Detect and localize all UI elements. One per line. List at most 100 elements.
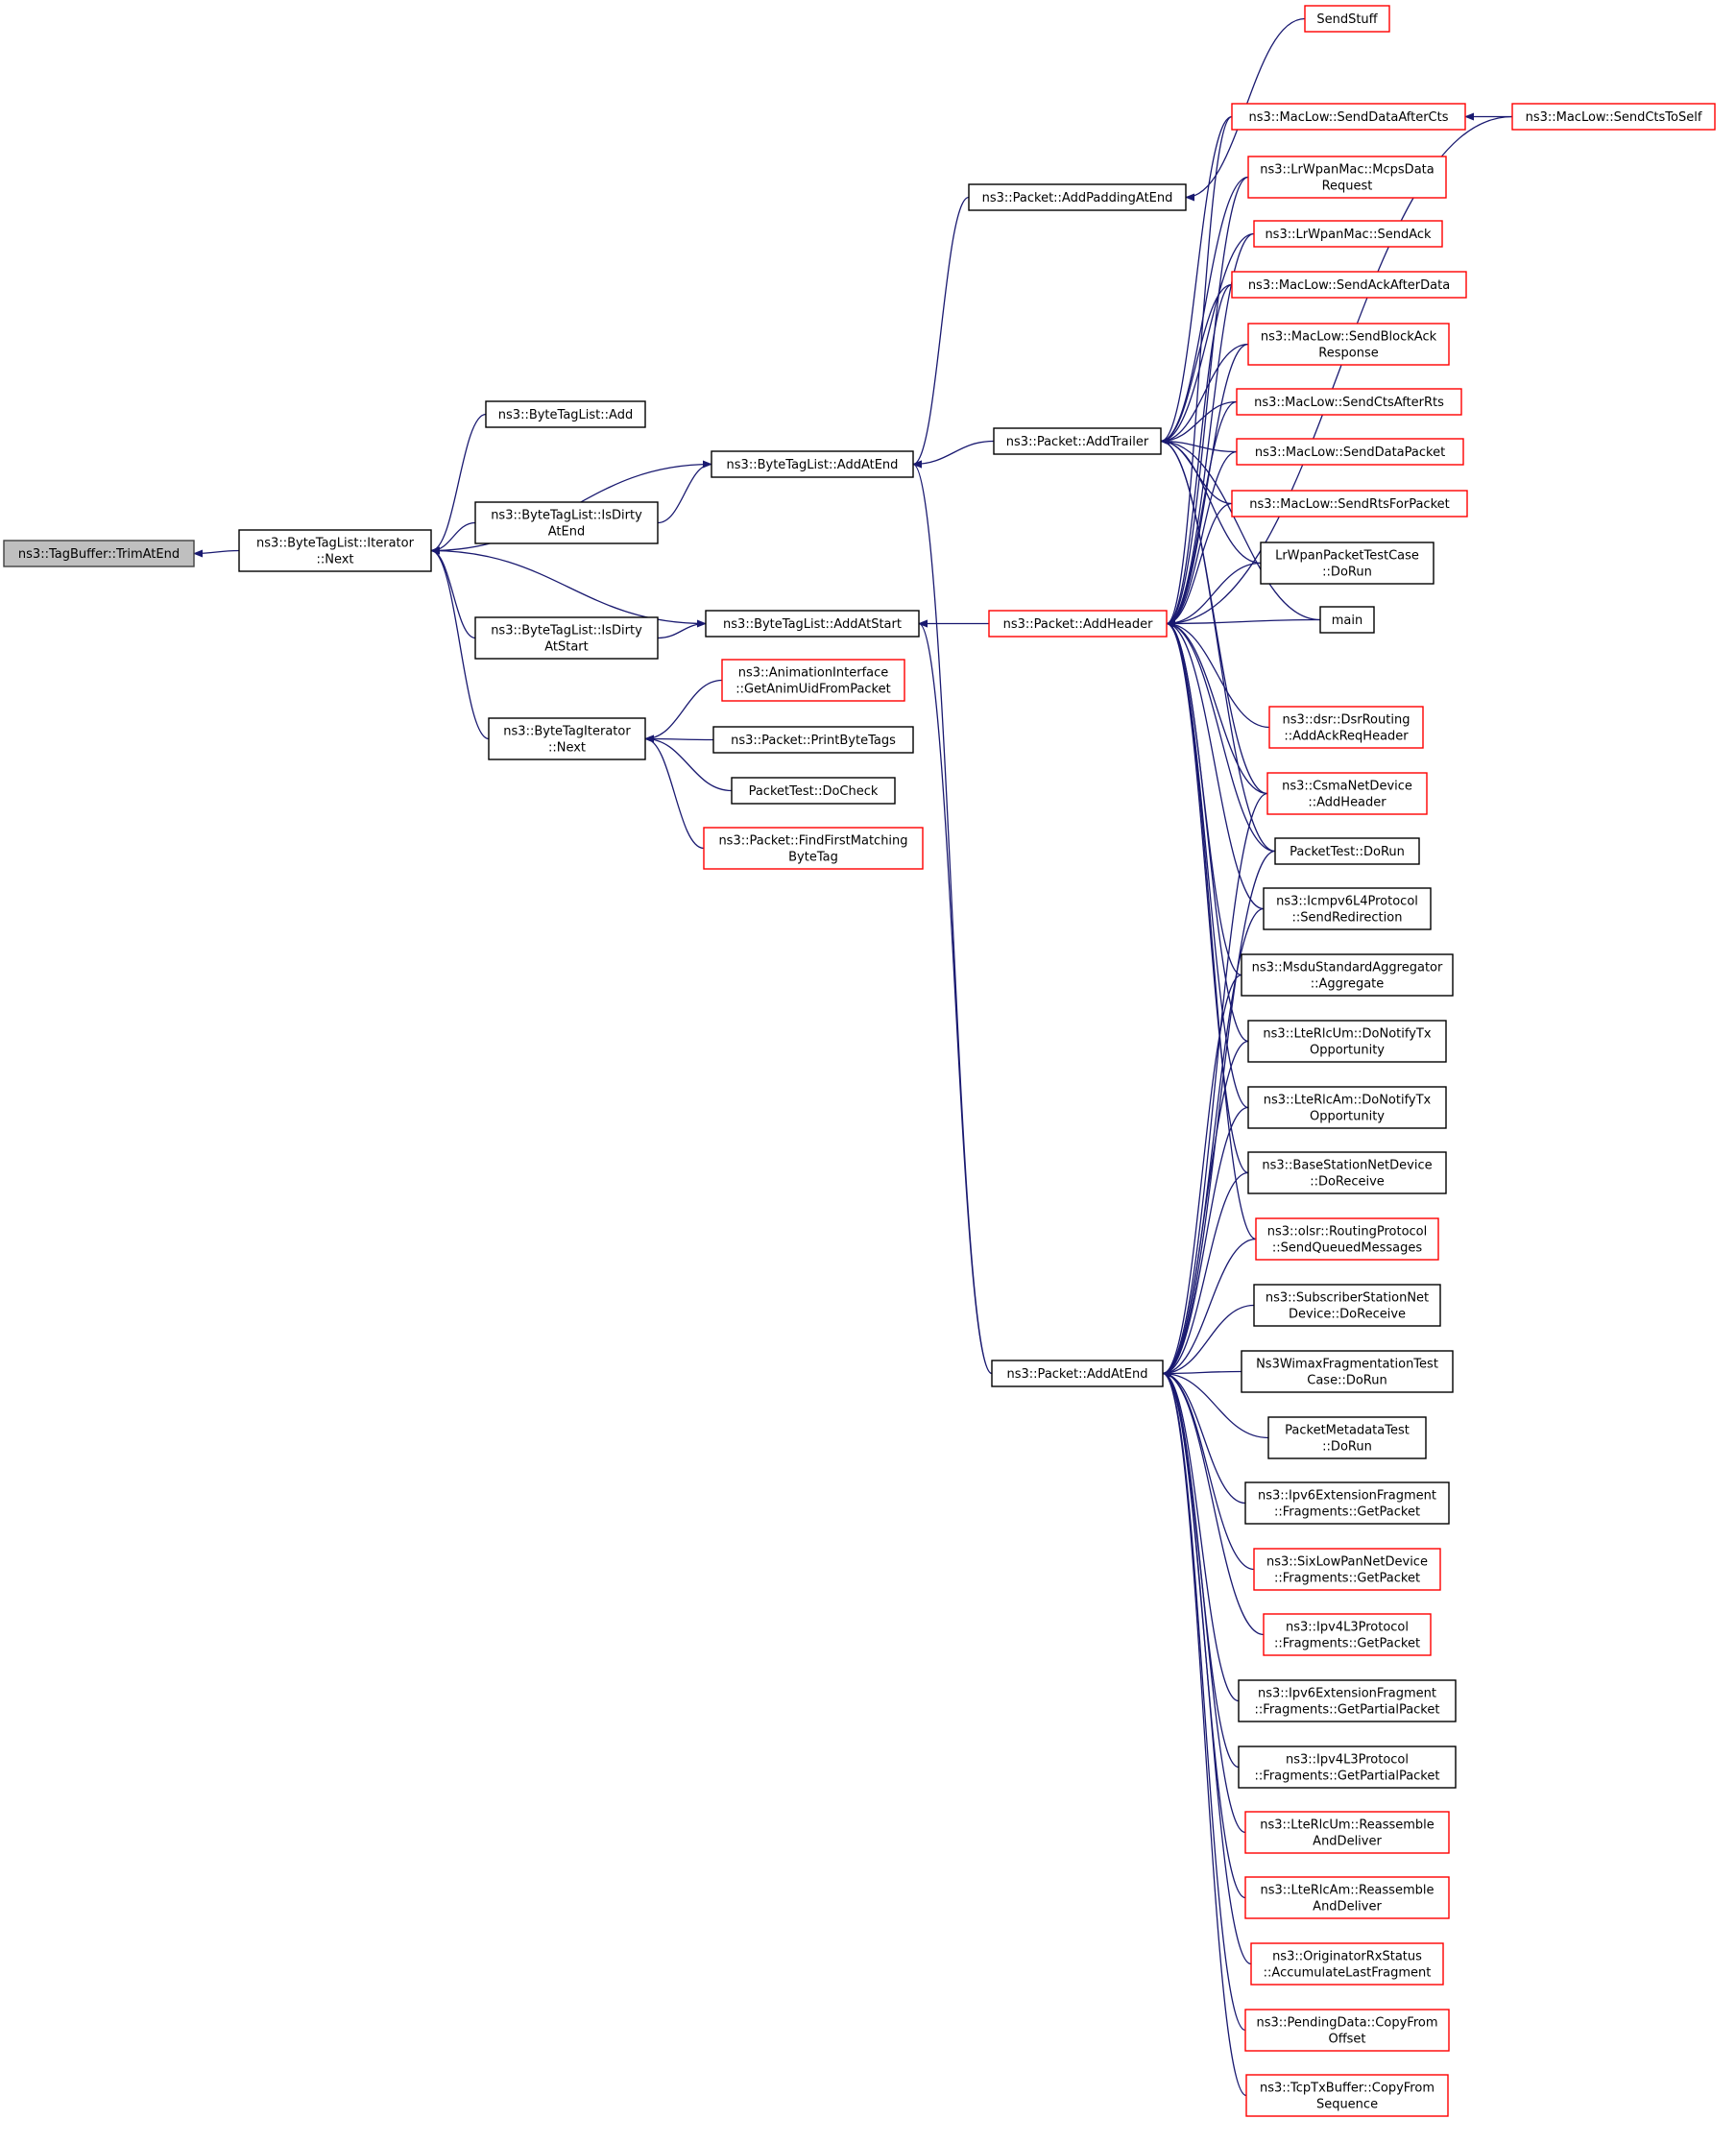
- node-box: [1245, 2074, 1449, 2117]
- node-box: [474, 616, 659, 660]
- node-label: ns3::Packet::AddPaddingAtEnd: [982, 191, 1173, 205]
- node-packet-metadata[interactable]: PacketMetadataTest::DoRun: [1267, 1416, 1427, 1459]
- node-packet-test-do-run[interactable]: PacketTest::DoRun: [1274, 837, 1420, 865]
- edge-main-to-add-header: [1166, 618, 1321, 628]
- node-label: Sequence: [1316, 2098, 1378, 2112]
- edge-olsr-to-add-header: [1166, 619, 1257, 1240]
- node-box: [1236, 438, 1464, 466]
- node-byte-tag-iterator-next[interactable]: ns3::ByteTagIterator::Next: [488, 717, 646, 760]
- node-label: PacketTest::DoRun: [1290, 845, 1405, 859]
- node-label: ns3::ByteTagList::AddAtEnd: [727, 458, 899, 472]
- node-label: Request: [1322, 180, 1373, 194]
- node-label: ns3::PendingData::CopyFrom: [1257, 2016, 1438, 2031]
- node-box: [1244, 1811, 1450, 1854]
- edge-lr-wpan-packet-test-to-add-header: [1166, 562, 1262, 628]
- node-label: ns3::SixLowPanNetDevice: [1266, 1555, 1428, 1570]
- node-ipv6-frag-partial[interactable]: ns3::Ipv6ExtensionFragment::Fragments::G…: [1238, 1679, 1457, 1722]
- node-label: Ns3WimaxFragmentationTest: [1256, 1358, 1438, 1372]
- node-base-station[interactable]: ns3::BaseStationNetDevice::DoReceive: [1247, 1151, 1447, 1194]
- edge-packet-metadata-to-packet-add-at-end: [1162, 1369, 1269, 1439]
- node-box: [1236, 388, 1462, 416]
- node-byte-tag-list-add[interactable]: ns3::ByteTagList::Add: [485, 400, 646, 428]
- node-label: ns3::MsduStandardAggregator: [1252, 961, 1443, 975]
- node-label: ns3::MacLow::SendDataAfterCts: [1249, 110, 1449, 125]
- node-box: [1247, 1151, 1447, 1194]
- node-olsr[interactable]: ns3::olsr::RoutingProtocol::SendQueuedMe…: [1255, 1217, 1439, 1261]
- node-send-data-packet[interactable]: ns3::MacLow::SendDataPacket: [1236, 438, 1464, 466]
- node-main[interactable]: main: [1319, 606, 1375, 634]
- node-add-trailer[interactable]: ns3::Packet::AddTrailer: [993, 427, 1162, 455]
- node-box: [1255, 1217, 1439, 1261]
- node-msdu[interactable]: ns3::MsduStandardAggregator::Aggregate: [1241, 953, 1454, 997]
- node-originator[interactable]: ns3::OriginatorRxStatus::AccumulateLastF…: [1250, 1942, 1444, 1986]
- node-get-anim-uid[interactable]: ns3::AnimationInterface::GetAnimUidFromP…: [721, 659, 905, 702]
- edge-packet-test-do-run-to-add-header: [1166, 619, 1276, 853]
- node-send-cts-after-rts[interactable]: ns3::MacLow::SendCtsAfterRts: [1236, 388, 1462, 416]
- node-send-ack-after-data[interactable]: ns3::MacLow::SendAckAfterData: [1231, 271, 1467, 299]
- node-label: ns3::LteRlcUm::DoNotifyTx: [1263, 1027, 1431, 1042]
- node-label: AtEnd: [548, 525, 585, 540]
- node-label: ns3::ByteTagIterator: [503, 725, 631, 739]
- edge-originator-to-packet-add-at-end: [1162, 1369, 1252, 1965]
- node-tag-buffer-trim-at-end[interactable]: ns3::TagBuffer::TrimAtEnd: [3, 540, 195, 567]
- node-send-rts-for-packet[interactable]: ns3::MacLow::SendRtsForPacket: [1231, 490, 1468, 518]
- node-send-stuff[interactable]: SendStuff: [1304, 5, 1390, 33]
- node-print-byte-tags[interactable]: ns3::Packet::PrintByteTags: [712, 726, 914, 754]
- node-label: ns3::LrWpanMac::McpsData: [1260, 163, 1434, 178]
- node-box: [1274, 837, 1420, 865]
- edge-mcps-data-to-add-trailer: [1160, 176, 1249, 445]
- node-dsr-add-ack[interactable]: ns3::dsr::DsrRouting::AddAckReqHeader: [1268, 706, 1424, 749]
- node-iterator-next[interactable]: ns3::ByteTagList::Iterator::Next: [238, 529, 432, 572]
- edge-add-padding-at-end-to-byte-tag-list-add-at-end: [912, 196, 970, 469]
- node-box: [1231, 103, 1466, 131]
- node-csma-add-header[interactable]: ns3::CsmaNetDevice::AddHeader: [1266, 772, 1428, 815]
- node-byte-tag-list-add-at-end[interactable]: ns3::ByteTagList::AddAtEnd: [711, 450, 914, 478]
- node-box: [705, 610, 920, 638]
- edge-main-to-add-trailer: [1160, 437, 1321, 621]
- node-label: Opportunity: [1310, 1110, 1385, 1124]
- node-byte-tag-list-add-at-start[interactable]: ns3::ByteTagList::AddAtStart: [705, 610, 920, 638]
- node-icmpv6[interactable]: ns3::Icmpv6L4Protocol::SendRedirection: [1263, 887, 1432, 930]
- node-label: ns3::Packet::FindFirstMatching: [718, 834, 907, 849]
- node-label: ns3::dsr::DsrRouting: [1283, 713, 1410, 728]
- node-packet-test-do-check[interactable]: PacketTest::DoCheck: [731, 777, 896, 805]
- node-box: [1241, 1350, 1454, 1393]
- edge-ipv4-l3-get-to-packet-add-at-end: [1162, 1369, 1265, 1636]
- node-ipv4-l3-partial[interactable]: ns3::Ipv4L3Protocol::Fragments::GetParti…: [1238, 1746, 1457, 1789]
- node-ipv6-frag-get[interactable]: ns3::Ipv6ExtensionFragment::Fragments::G…: [1244, 1481, 1450, 1525]
- node-six-low-pan[interactable]: ns3::SixLowPanNetDevice::Fragments::GetP…: [1253, 1548, 1441, 1591]
- node-packet-add-at-end[interactable]: ns3::Packet::AddAtEnd: [991, 1360, 1164, 1387]
- node-label: ns3::Packet::PrintByteTags: [731, 734, 896, 748]
- node-lr-send-ack[interactable]: ns3::LrWpanMac::SendAck: [1253, 220, 1443, 248]
- node-subscriber[interactable]: ns3::SubscriberStationNetDevice::DoRecei…: [1253, 1284, 1441, 1327]
- node-label: ::GetAnimUidFromPacket: [735, 683, 890, 697]
- node-box: [1263, 1613, 1432, 1656]
- edge-mcps-data-to-add-header: [1166, 176, 1249, 628]
- node-send-data-after-cts[interactable]: ns3::MacLow::SendDataAfterCts: [1231, 103, 1466, 131]
- node-box: [991, 1360, 1164, 1387]
- node-box: [238, 529, 432, 572]
- node-send-cts-to-self[interactable]: ns3::MacLow::SendCtsToSelf: [1511, 103, 1716, 131]
- node-ipv4-l3-get[interactable]: ns3::Ipv4L3Protocol::Fragments::GetPacke…: [1263, 1613, 1432, 1656]
- node-label: ns3::Ipv4L3Protocol: [1286, 1753, 1409, 1768]
- node-box: [1238, 1679, 1457, 1722]
- node-label: Opportunity: [1310, 1044, 1385, 1058]
- node-lr-wpan-packet-test[interactable]: LrWpanPacketTestCase::DoRun: [1260, 542, 1435, 585]
- edge-pending-data-to-packet-add-at-end: [1162, 1369, 1246, 2032]
- node-add-header[interactable]: ns3::Packet::AddHeader: [988, 610, 1168, 638]
- node-add-padding-at-end[interactable]: ns3::Packet::AddPaddingAtEnd: [968, 183, 1187, 211]
- node-label: LrWpanPacketTestCase: [1275, 549, 1419, 564]
